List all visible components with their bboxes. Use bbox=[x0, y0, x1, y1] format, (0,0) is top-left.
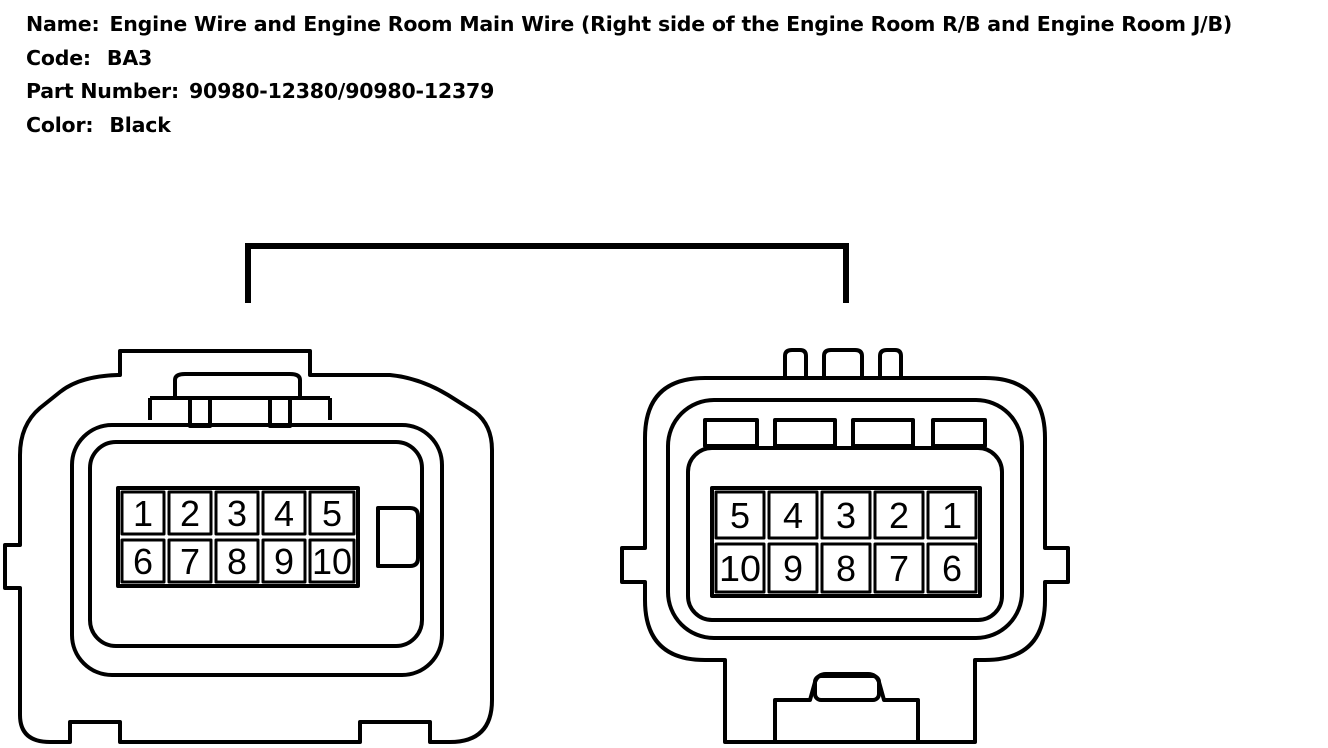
left-pin-label: 5 bbox=[322, 493, 342, 534]
left-pin-cell bbox=[214, 538, 260, 584]
right-pin-label: 7 bbox=[889, 548, 909, 589]
right-pin-label: 4 bbox=[783, 495, 803, 536]
right-pin-label: 3 bbox=[836, 495, 856, 536]
left-pin-labels: 1 2 3 4 5 6 7 8 9 10 bbox=[133, 493, 352, 582]
right-pin-cell bbox=[714, 490, 766, 540]
right-connector-bottom-lock bbox=[773, 672, 920, 742]
left-pin-label: 2 bbox=[180, 493, 200, 534]
right-connector-cavity bbox=[686, 446, 1004, 622]
left-connector-latch-tab bbox=[173, 372, 302, 398]
code-label: Code: bbox=[26, 45, 91, 70]
right-top-nub bbox=[822, 348, 864, 378]
code-row: Code: BA3 bbox=[26, 42, 1316, 76]
name-value: Engine Wire and Engine Room Main Wire (R… bbox=[109, 12, 1233, 36]
right-pin-cells bbox=[714, 490, 978, 594]
right-pin-labels: 5 4 3 2 1 10 9 8 7 6 bbox=[719, 495, 962, 589]
left-pin-grid bbox=[116, 486, 360, 588]
right-connector-lock-tab bbox=[813, 674, 881, 702]
code-value: BA3 bbox=[106, 45, 153, 70]
right-connector-slot bbox=[703, 418, 759, 448]
name-label: Name: bbox=[26, 12, 100, 36]
name-row: Name: Engine Wire and Engine Room Main Wi… bbox=[26, 8, 1316, 42]
right-pin-grid bbox=[710, 486, 982, 598]
right-pin-cell bbox=[926, 542, 978, 594]
mating-bracket-line bbox=[245, 243, 849, 303]
right-top-nub bbox=[878, 348, 903, 378]
left-pin-cell bbox=[261, 538, 307, 584]
right-connector bbox=[620, 348, 1070, 744]
left-connector-side-lock bbox=[376, 506, 420, 568]
part-number-label: Part Number: bbox=[26, 79, 179, 103]
connector-info-header: Name: Engine Wire and Engine Room Main Wi… bbox=[26, 8, 1316, 142]
right-pin-label: 2 bbox=[889, 495, 909, 536]
right-top-nub bbox=[783, 348, 808, 378]
right-pin-cell bbox=[820, 490, 872, 540]
right-pin-label: 8 bbox=[836, 548, 856, 589]
right-pin-label: 10 bbox=[719, 548, 761, 589]
left-pin-cell bbox=[308, 490, 356, 536]
right-pin-cell bbox=[873, 542, 925, 594]
left-pin-cell bbox=[120, 538, 166, 584]
right-connector-slot bbox=[851, 418, 915, 448]
color-label: Color: bbox=[26, 112, 94, 137]
right-pin-cell bbox=[767, 490, 819, 540]
left-connector-cavity bbox=[88, 440, 424, 648]
right-pin-cell bbox=[820, 542, 872, 594]
left-connector-outer-shell bbox=[3, 349, 494, 744]
part-number-row: Part Number: 90980-12380/90980-12379 bbox=[26, 75, 1316, 109]
left-pin-label: 1 bbox=[133, 493, 153, 534]
left-pin-label: 9 bbox=[274, 541, 294, 582]
left-pin-cell bbox=[214, 490, 260, 536]
left-pin-label: 4 bbox=[274, 493, 294, 534]
left-pin-cell bbox=[167, 490, 213, 536]
left-pin-label: 3 bbox=[227, 493, 247, 534]
right-connector-outer-shell bbox=[620, 376, 1070, 744]
left-latch-rib-1 bbox=[188, 396, 212, 428]
left-latch-rib-2 bbox=[268, 396, 292, 428]
right-pin-label: 9 bbox=[783, 548, 803, 589]
left-pin-label: 7 bbox=[180, 541, 200, 582]
right-pin-label: 1 bbox=[942, 495, 962, 536]
left-pin-label: 6 bbox=[133, 541, 153, 582]
right-pin-label: 5 bbox=[730, 495, 750, 536]
left-connector bbox=[3, 349, 494, 744]
right-pin-cell bbox=[714, 542, 766, 594]
left-pin-cells bbox=[120, 490, 356, 584]
left-pin-cell bbox=[167, 538, 213, 584]
right-pin-cell bbox=[926, 490, 978, 540]
right-pin-cell bbox=[767, 542, 819, 594]
left-pin-label: 8 bbox=[227, 541, 247, 582]
color-row: Color: Black bbox=[26, 109, 1316, 143]
left-pin-cell bbox=[261, 490, 307, 536]
right-connector-slot bbox=[931, 418, 987, 448]
right-connector-slot bbox=[773, 418, 837, 448]
left-connector-inner-housing bbox=[70, 423, 444, 677]
left-pin-label: 10 bbox=[312, 541, 352, 582]
right-pin-cell bbox=[873, 490, 925, 540]
left-pin-cell bbox=[308, 538, 356, 584]
part-number-value: 90980-12380/90980-12379 bbox=[188, 79, 495, 103]
right-connector-inner-housing bbox=[666, 398, 1024, 640]
left-pin-cell bbox=[120, 490, 166, 536]
color-value: Black bbox=[109, 112, 171, 137]
right-pin-label: 6 bbox=[942, 548, 962, 589]
